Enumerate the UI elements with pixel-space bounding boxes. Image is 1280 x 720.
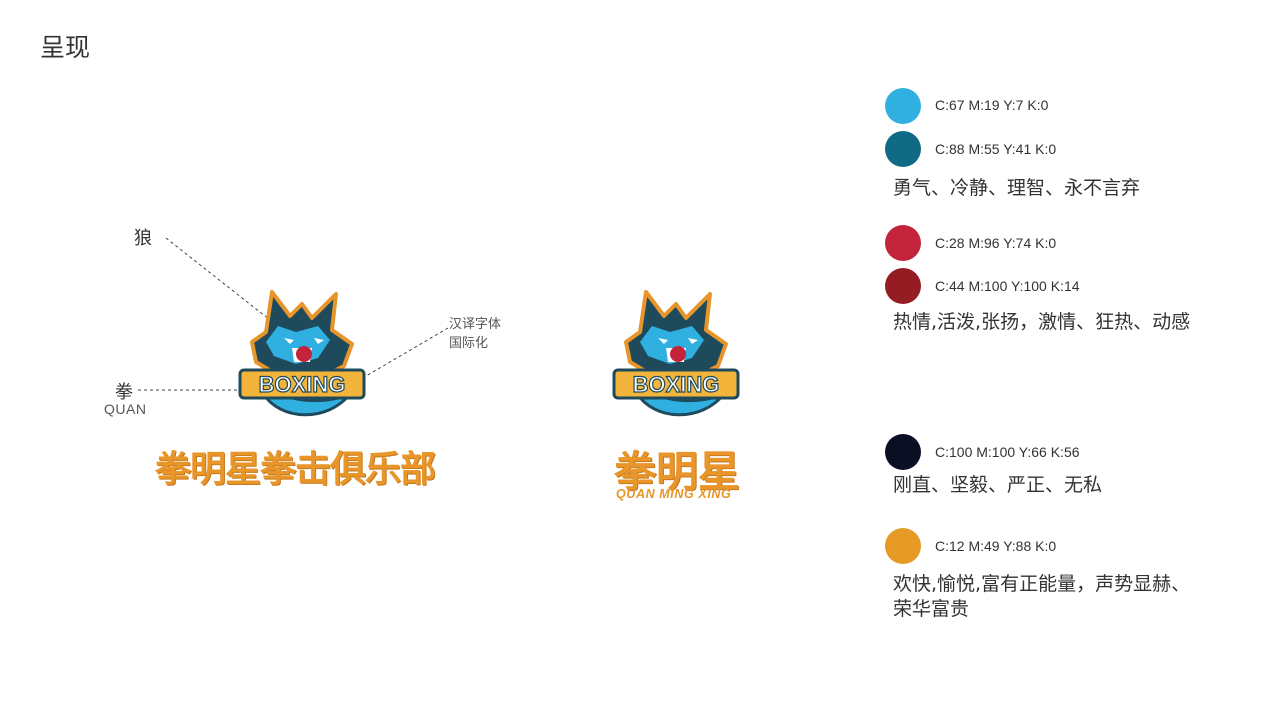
page-title: 呈现 [40, 33, 91, 62]
cmyk-value: C:44 M:100 Y:100 K:14 [935, 278, 1080, 294]
wolf-logo-emblem: BOXING [238, 290, 366, 417]
cmyk-value: C:67 M:19 Y:7 K:0 [935, 97, 1049, 113]
annotation-fist-pinyin: QUAN [104, 401, 147, 417]
annotation-wolf: 狼 [134, 228, 152, 249]
logo-short-name: 拳明星 [614, 447, 741, 496]
cmyk-value: C:28 M:96 Y:74 K:0 [935, 235, 1057, 251]
cmyk-value: C:12 M:49 Y:88 K:0 [935, 538, 1057, 554]
color-description: 刚直、坚毅、严正、无私 [893, 474, 1103, 496]
wolf-head-icon [250, 290, 354, 417]
color-description: 勇气、冷静、理智、永不言弃 [893, 177, 1141, 199]
color-description: 热情,活泼,张扬，激情、狂热、动感 [893, 311, 1191, 333]
wolf-logo-emblem-small: BOXING [612, 290, 740, 417]
logo-pinyin: QUAN MING XING [616, 487, 732, 501]
color-swatch-red [885, 225, 921, 261]
logo-full-name: 拳明星拳击俱乐部 [155, 449, 436, 490]
annotation-font-note-1: 汉译字体 [449, 317, 502, 332]
annotation-font-note-2: 国际化 [449, 336, 489, 351]
cmyk-value: C:88 M:55 Y:41 K:0 [935, 141, 1057, 157]
color-swatch-light-blue [885, 88, 921, 124]
color-swatch-dark-blue [885, 131, 921, 167]
color-swatch-orange [885, 528, 921, 564]
color-swatch-dark-red [885, 268, 921, 304]
cmyk-value: C:100 M:100 Y:66 K:56 [935, 444, 1080, 460]
badge-text: BOXING [259, 372, 346, 397]
badge-text-small: BOXING [633, 372, 720, 397]
annotation-fist: 拳 [115, 382, 133, 403]
color-swatch-navy [885, 434, 921, 470]
color-description: 欢快,愉悦,富有正能量，声势显赫、 [893, 573, 1191, 595]
color-description: 荣华富贵 [893, 598, 970, 620]
